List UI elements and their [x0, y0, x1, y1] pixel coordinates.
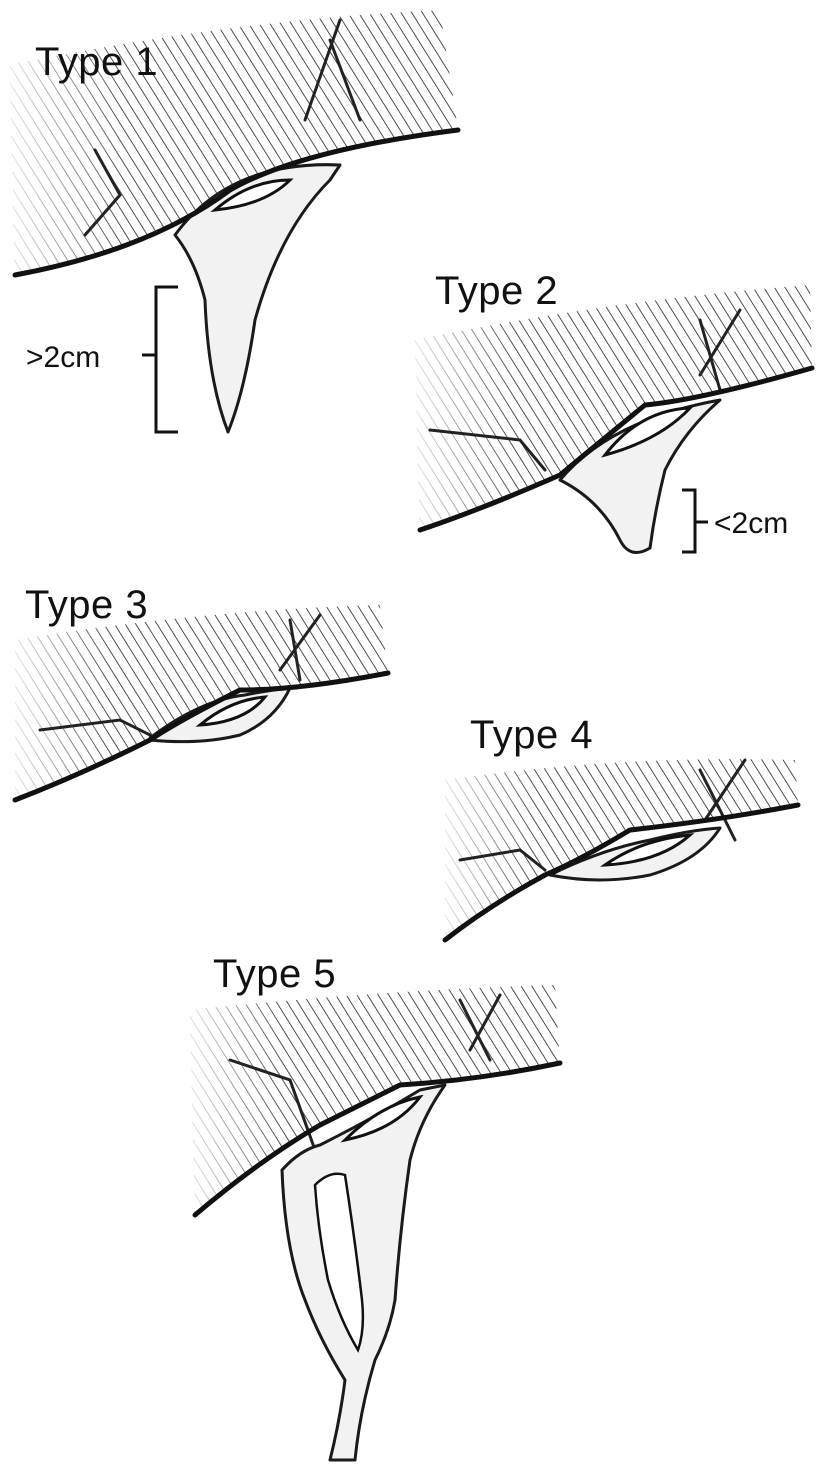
type-4-label: Type 4	[470, 713, 593, 757]
panel-type-5	[190, 985, 560, 1460]
type-2-label: Type 2	[435, 269, 558, 313]
length-bracket	[142, 287, 178, 432]
organ-surface-fade	[15, 605, 388, 800]
panel-type-4	[445, 759, 798, 940]
type-3-label: Type 3	[25, 583, 148, 627]
type-1-measure-label: >2cm	[26, 341, 100, 374]
panel-type-3	[15, 605, 388, 800]
type-5-label: Type 5	[213, 952, 336, 996]
type-2-measure-label: <2cm	[714, 507, 788, 540]
vessel-type-5	[282, 1085, 445, 1460]
length-bracket	[682, 490, 708, 552]
type-1-label: Type 1	[35, 40, 158, 84]
